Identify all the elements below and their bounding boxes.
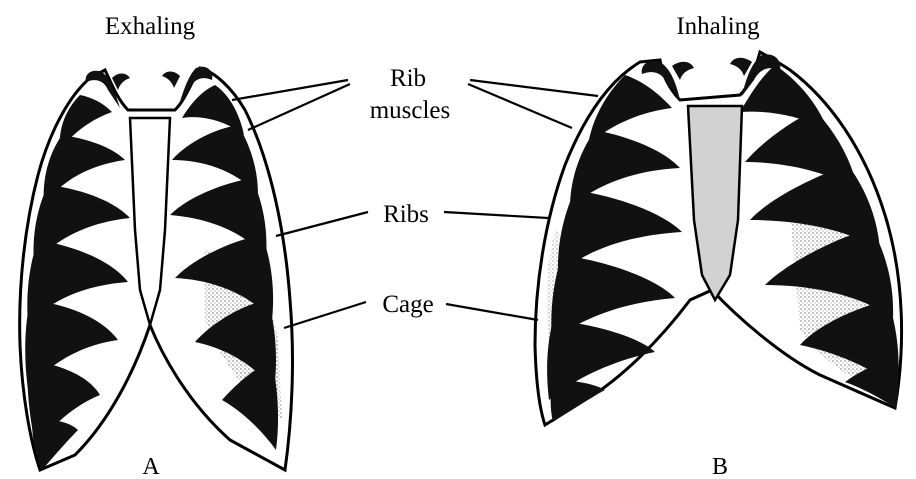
- rib-muscles-label-line2: muscles: [370, 97, 451, 124]
- ribs-label: Ribs: [383, 201, 429, 228]
- inhaling-rib-cage: [535, 52, 902, 425]
- inhaling-title: Inhaling: [676, 13, 760, 40]
- exhaling-title: Exhaling: [105, 13, 196, 40]
- inhaling-caption: B: [712, 454, 728, 479]
- cage-label: Cage: [382, 291, 433, 318]
- rib-muscles-label-line1: Rib: [390, 65, 426, 92]
- exhaling-caption: A: [142, 454, 160, 479]
